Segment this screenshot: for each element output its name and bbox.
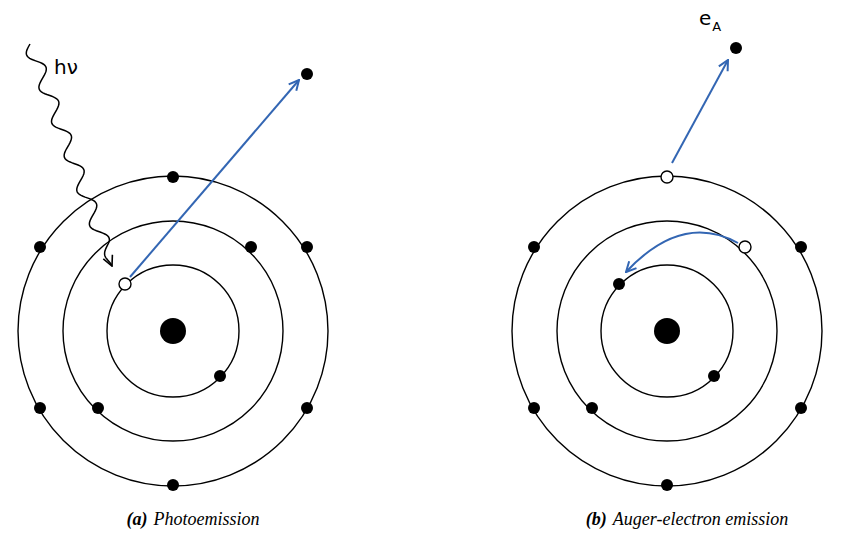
electron-subscript: A [712, 20, 721, 33]
atom-b-particles [528, 42, 807, 491]
caption-letter: (a) [127, 510, 148, 528]
atom-b [512, 176, 822, 486]
electron-hole [119, 278, 131, 290]
caption-letter: (b) [586, 510, 607, 528]
atom-a-particles [34, 68, 313, 491]
atom-b-holes [661, 171, 751, 253]
atom-a [18, 176, 328, 486]
caption-text: Photoemission [154, 510, 260, 528]
auger-arrow [672, 60, 728, 163]
caption-text: Auger-electron emission [613, 510, 788, 528]
emission-arrow [130, 80, 299, 277]
photon-label: hν [54, 57, 78, 77]
relaxation-arrow [626, 232, 738, 272]
photon-wave [26, 44, 112, 266]
electron-label: e [699, 8, 711, 28]
